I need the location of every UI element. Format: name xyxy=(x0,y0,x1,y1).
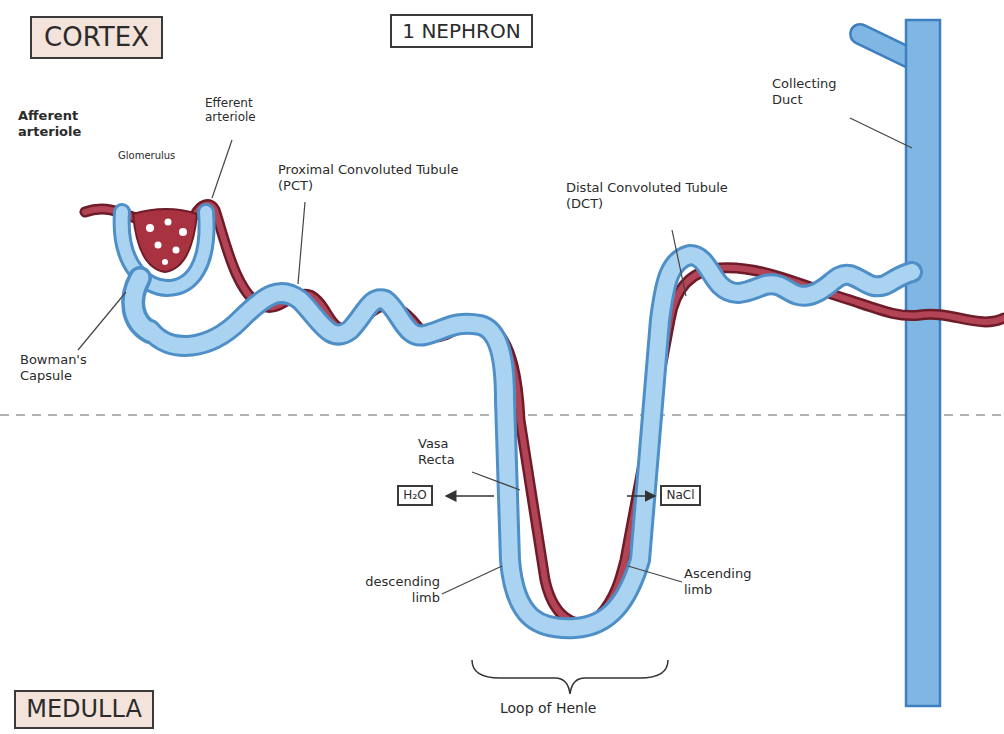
renal-tubule xyxy=(122,212,912,628)
region-box: 1 NEPHRON xyxy=(390,14,533,48)
part-label: Afferent arteriole xyxy=(18,108,98,139)
box-label: 1 NEPHRON xyxy=(402,20,520,42)
salt-arrow xyxy=(627,495,655,497)
part-label: Efferent arteriole xyxy=(205,96,275,125)
water-arrow xyxy=(446,495,494,497)
collecting-duct xyxy=(860,20,940,706)
box-label: CORTEX xyxy=(44,23,149,52)
part-label: descending limb xyxy=(356,574,440,605)
region-box: CORTEX xyxy=(30,16,163,59)
part-label: Vasa Recta xyxy=(418,436,478,467)
glomerulus xyxy=(133,209,197,272)
part-label: Distal Convoluted Tubule (DCT) xyxy=(566,180,766,211)
part-label: Bowman's Capsule xyxy=(20,352,115,383)
leader-lines xyxy=(78,118,912,594)
loop-bracket xyxy=(472,660,668,694)
region-box: H₂O xyxy=(397,485,433,506)
part-label: Loop of Henle xyxy=(500,700,650,717)
part-label: Ascending limb xyxy=(684,566,774,597)
region-box: NaCl xyxy=(660,485,701,506)
blood-vessel xyxy=(85,205,1004,624)
part-label: Collecting Duct xyxy=(772,76,867,107)
part-label: Proximal Convoluted Tubule (PCT) xyxy=(278,162,478,193)
box-label: NaCl xyxy=(666,489,694,502)
box-label: H₂O xyxy=(403,489,426,502)
box-label: MEDULLA xyxy=(26,696,142,722)
part-label: Glomerulus xyxy=(118,150,208,162)
region-box: MEDULLA xyxy=(14,690,154,729)
